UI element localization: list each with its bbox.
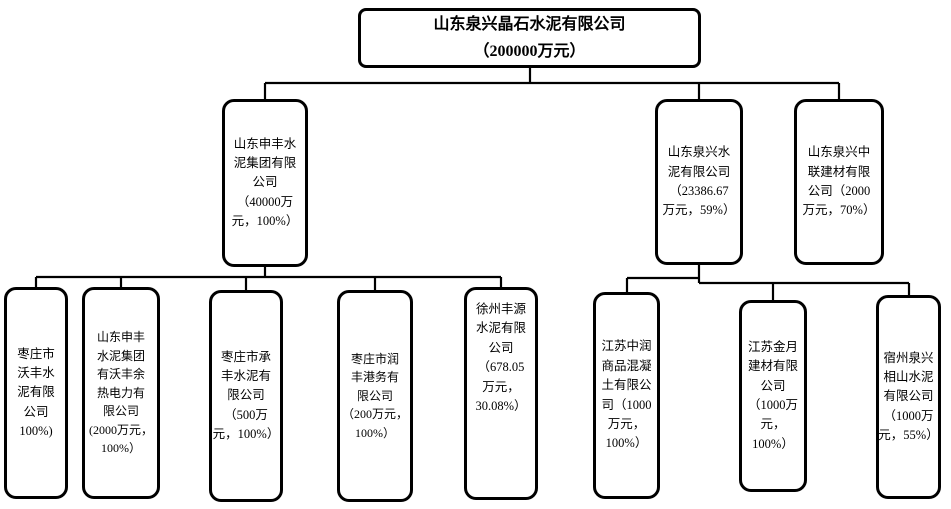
- org-node-fengyuan-label: 徐州丰源 水泥有限 公司 （678.05 万元， 30.08%）: [475, 302, 527, 413]
- org-node-wofeng-label: 枣庄市 沃丰水 泥有限 公司 100%): [17, 346, 55, 439]
- org-node-zhonglian-label: 山东泉兴中 联建材有限 公司（2000 万元，70%）: [802, 145, 876, 218]
- org-node-runfeng-label: 枣庄市润 丰港务有 限公司 （200万元， 100%）: [341, 351, 408, 440]
- org-node-yure-label: 山东申丰 水泥集团 有沃丰余 热电力有 限公司 (2000万元， 100%）: [89, 329, 153, 456]
- org-node-wofeng-cement: 枣庄市 沃丰水 泥有限 公司 100%): [4, 287, 68, 499]
- org-node-quanxing-label: 山东泉兴水 泥有限公司 （23386.67 万元，59%）: [662, 145, 736, 218]
- org-node-shenfeng-cement-group: 山东申丰水 泥集团有限 公司 （40000万 元，100%）: [222, 99, 308, 267]
- org-node-quanxing-zhonglian-materials: 山东泉兴中 联建材有限 公司（2000 万元，70%）: [794, 99, 884, 265]
- org-node-chengfeng-cement: 枣庄市承 丰水泥有 限公司 （500万 元，100%）: [209, 290, 283, 502]
- org-node-xiangshan-cement: 宿州泉兴 相山水泥 有限公司 （1000万 元，55%）: [876, 295, 941, 499]
- org-node-shenfeng-label: 山东申丰水 泥集团有限 公司 （40000万 元，100%）: [231, 136, 299, 229]
- org-node-quanxing-cement: 山东泉兴水 泥有限公司 （23386.67 万元，59%）: [655, 99, 743, 265]
- connector-level2-left: [34, 267, 503, 290]
- org-node-jinyue-label: 江苏金月 建材有限 公司 （1000万 元， 100%）: [747, 339, 798, 451]
- org-node-root-label: 山东泉兴晶石水泥有限公司 （200000万元）: [433, 15, 626, 60]
- org-node-fengyuan-cement: 徐州丰源 水泥有限 公司 （678.05 万元， 30.08%）: [464, 287, 538, 500]
- org-node-wofeng-waste-heat-power: 山东申丰 水泥集团 有沃丰余 热电力有 限公司 (2000万元， 100%）: [82, 287, 160, 499]
- org-node-root: 山东泉兴晶石水泥有限公司 （200000万元）: [358, 8, 701, 68]
- org-node-xiangshan-label: 宿州泉兴 相山水泥 有限公司 （1000万 元，55%）: [878, 350, 939, 443]
- connector-level2-right: [625, 265, 911, 300]
- org-node-zhongrun-label: 江苏中润 商品混凝 土有限公 司（1000 万元， 100%）: [601, 339, 652, 451]
- org-node-chengfeng-label: 枣庄市承 丰水泥有 限公司 （500万 元，100%）: [212, 349, 280, 442]
- connector-level1: [263, 68, 841, 99]
- org-node-runfeng-port: 枣庄市润 丰港务有 限公司 （200万元， 100%）: [337, 290, 413, 502]
- org-node-jinyue-materials: 江苏金月 建材有限 公司 （1000万 元， 100%）: [739, 300, 807, 492]
- org-node-zhongrun-concrete: 江苏中润 商品混凝 土有限公 司（1000 万元， 100%）: [593, 292, 660, 499]
